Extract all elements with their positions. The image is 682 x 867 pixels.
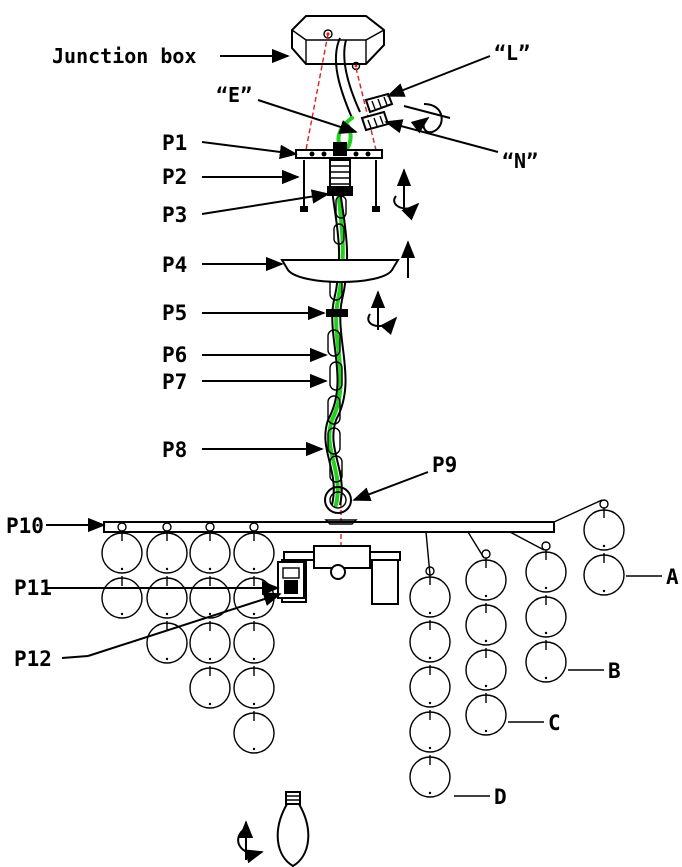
rotate-arrow-icon [237, 820, 264, 864]
disk-hole [602, 589, 606, 593]
p7-label: P7 [162, 370, 187, 394]
p12-label: P12 [14, 647, 52, 671]
rotate-arrow-icon [393, 168, 420, 221]
disk-hole [252, 747, 256, 751]
p5-label: P5 [162, 301, 187, 325]
disk-hole [252, 567, 256, 571]
p8-label: P8 [162, 438, 187, 462]
disk-hole [428, 611, 432, 615]
wire-e-label: “E” [216, 83, 252, 107]
disk-hole [208, 657, 212, 661]
disk-hole [602, 544, 606, 548]
hook [541, 541, 551, 551]
crystal-disks [101, 499, 625, 798]
canopy [280, 259, 400, 283]
mounting-bar [295, 142, 383, 159]
p10-label: P10 [6, 514, 44, 538]
disk-hole [428, 701, 432, 705]
callouts: Junction box “L” “E” “N” P1 P2 P3 P4 P5 … [6, 41, 679, 809]
disk-hole [544, 586, 548, 590]
disk-hole [544, 676, 548, 680]
disk-hole [428, 656, 432, 660]
disk-hole [252, 657, 256, 661]
collar-nut [326, 309, 348, 317]
disk-hole [544, 631, 548, 635]
threaded-nipple [327, 159, 353, 196]
disk-hole [208, 567, 212, 571]
rotate-arrow-icon [403, 103, 451, 134]
disk-hole [484, 729, 488, 733]
disk-hole [208, 702, 212, 706]
chain [324, 149, 352, 514]
disk-hole [208, 612, 212, 616]
junction-box [291, 15, 385, 119]
rotate-arrow-icon [367, 290, 398, 335]
disk-hole [120, 567, 124, 571]
disk-hole [120, 612, 124, 616]
disk-hole [484, 639, 488, 643]
wire-n-label: “N” [502, 149, 538, 173]
group-a-label: A [666, 565, 679, 589]
junction-box-label: Junction box [52, 44, 197, 68]
socket-box [277, 561, 305, 599]
p2-label: P2 [162, 165, 187, 189]
group-c-label: C [548, 711, 561, 735]
group-d-label: D [494, 785, 507, 809]
mounting-screws [300, 160, 380, 212]
disk-hole [428, 791, 432, 795]
disk-hole [165, 612, 169, 616]
group-b-label: B [608, 659, 621, 683]
disk-hole [165, 567, 169, 571]
bulb-icon [276, 791, 310, 867]
disk-hole [252, 702, 256, 706]
p11-label: P11 [14, 576, 52, 600]
hook [599, 499, 609, 509]
p4-label: P4 [162, 253, 187, 277]
disk-hole [252, 612, 256, 616]
wire-connectors [360, 92, 394, 132]
disk-hole [484, 684, 488, 688]
disk-hole [428, 746, 432, 750]
p6-label: P6 [162, 343, 187, 367]
wire-l-label: “L” [494, 41, 530, 65]
p1-label: P1 [162, 131, 187, 155]
p3-label: P3 [162, 203, 187, 227]
hook [481, 549, 491, 559]
p9-label: P9 [432, 453, 457, 477]
disk-hole [165, 657, 169, 661]
disk-hole [484, 594, 488, 598]
